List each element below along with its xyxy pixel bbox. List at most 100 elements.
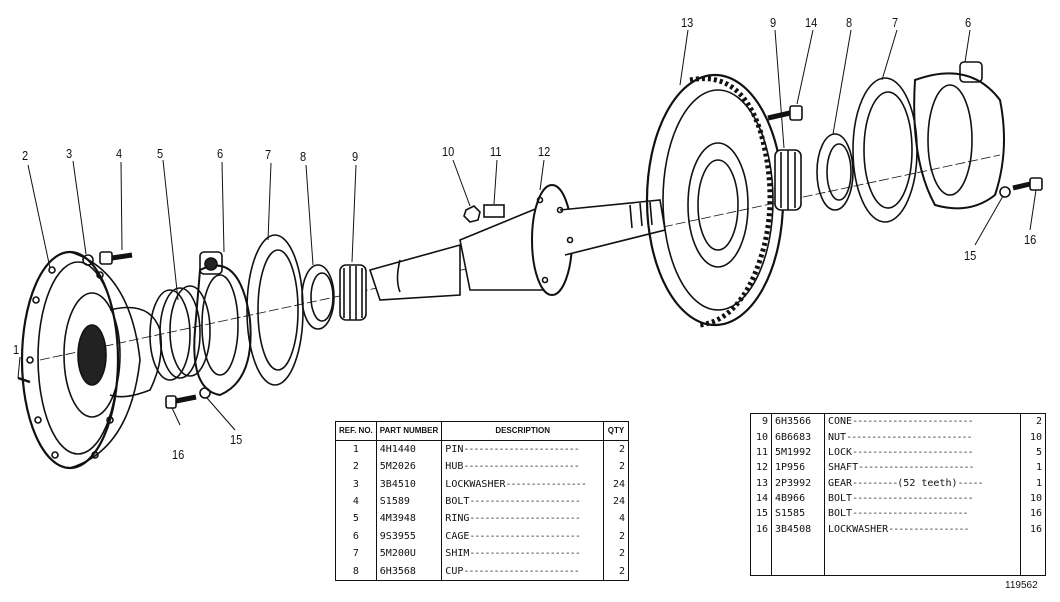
ref-cell: 9 [750, 413, 772, 430]
cone-part-left [339, 264, 367, 321]
bolt-upper-right [767, 105, 803, 121]
qty-cell: 2 [603, 562, 629, 582]
callout-2: 2 [22, 148, 29, 163]
part-cell: 4H1440 [375, 440, 443, 459]
desc-cell: CUP [445, 565, 464, 577]
qty-header: QTY [603, 421, 629, 441]
qty-cell: 2 [603, 545, 629, 563]
nut-part [463, 205, 481, 223]
qty-cell: 24 [603, 492, 629, 511]
part-cell: 3B4510 [375, 475, 443, 493]
ref-no-header: REF. NO. [335, 421, 377, 441]
part-cell: 3B4508 [771, 521, 825, 537]
shaft-part [368, 184, 666, 301]
ref-cell: 2 [335, 458, 377, 476]
desc-cell: LOCKWASHER [828, 523, 889, 535]
ref-cell: 6 [335, 527, 377, 546]
part-cell: 4B966 [771, 490, 825, 507]
callout-16-right: 16 [1024, 232, 1037, 247]
qty-cell: 1 [1020, 460, 1046, 476]
hub-part [20, 250, 163, 470]
callout-6: 6 [217, 146, 224, 161]
part-cell: 6H3568 [375, 562, 443, 582]
ring-part [149, 285, 211, 381]
ref-cell: 11 [750, 444, 772, 461]
callout-7-right: 7 [892, 15, 899, 30]
figure-number: 119562 [1005, 580, 1038, 591]
pin-part [17, 376, 31, 384]
part-cell: 5M200U [375, 545, 443, 563]
description-header: DESCRIPTION [441, 421, 604, 441]
ref-cell: 13 [750, 475, 772, 491]
callout-3: 3 [66, 146, 73, 161]
callout-7: 7 [265, 147, 272, 162]
ref-cell: 1 [335, 440, 377, 459]
callout-14: 14 [805, 15, 818, 30]
ref-cell: 3 [335, 475, 377, 493]
bolt-lockwasher-upper [82, 251, 133, 266]
part-cell: 9S3955 [375, 527, 443, 546]
shim-part-right [852, 77, 918, 223]
qty-cell: 5 [1020, 444, 1046, 461]
qty-cell: 24 [603, 475, 629, 493]
callout-8: 8 [300, 149, 307, 164]
part-cell: 5M2026 [375, 458, 443, 476]
ref-cell: 7 [335, 545, 377, 563]
callout-15-left: 15 [230, 432, 243, 447]
desc-cell: BOLT [445, 496, 470, 508]
bolt-lockwasher-lower-left [165, 387, 211, 409]
cone-part-right [774, 149, 802, 211]
callout-4: 4 [116, 146, 123, 161]
cage-part [193, 251, 252, 397]
desc-cell: GEAR [828, 477, 853, 489]
callout-8-right: 8 [846, 15, 853, 30]
ref-cell: 4 [335, 492, 377, 511]
qty-cell: 16 [1020, 506, 1046, 522]
desc-cell: HUB [445, 461, 464, 473]
desc-cell: BOLT [828, 508, 853, 520]
callout-9-right: 9 [770, 15, 777, 30]
qty-cell: 16 [1020, 521, 1046, 537]
qty-cell: 2 [603, 527, 629, 546]
callout-6-right: 6 [965, 15, 972, 30]
callout-9: 9 [352, 149, 359, 164]
desc-cell: BOLT [828, 493, 853, 505]
ref-cell: 16 [750, 521, 772, 537]
desc-cell: PIN [445, 443, 464, 455]
desc-cell: LOCKWASHER [445, 478, 506, 490]
part-cell: S1589 [375, 492, 443, 511]
lock-part [483, 204, 505, 218]
cup-part-right [816, 133, 854, 211]
part-cell: 5M1992 [771, 444, 825, 461]
qty-cell: 10 [1020, 429, 1046, 445]
cage-part-right [913, 61, 1005, 210]
ref-cell: 5 [335, 510, 377, 528]
ref-cell: 8 [335, 562, 377, 582]
qty-cell: 1 [1020, 475, 1046, 491]
desc-cell: RING [445, 513, 470, 525]
desc-cell: SHAFT [828, 462, 859, 474]
callout-16-left: 16 [172, 447, 185, 462]
desc-cell: NUT [828, 431, 847, 443]
gear-note: (52 teeth) [897, 477, 958, 489]
desc-cell: SHIM [445, 548, 470, 560]
callout-12: 12 [538, 144, 551, 159]
qty-cell: 4 [603, 510, 629, 528]
callout-10: 10 [442, 144, 455, 159]
part-cell: 6B6683 [771, 429, 825, 445]
